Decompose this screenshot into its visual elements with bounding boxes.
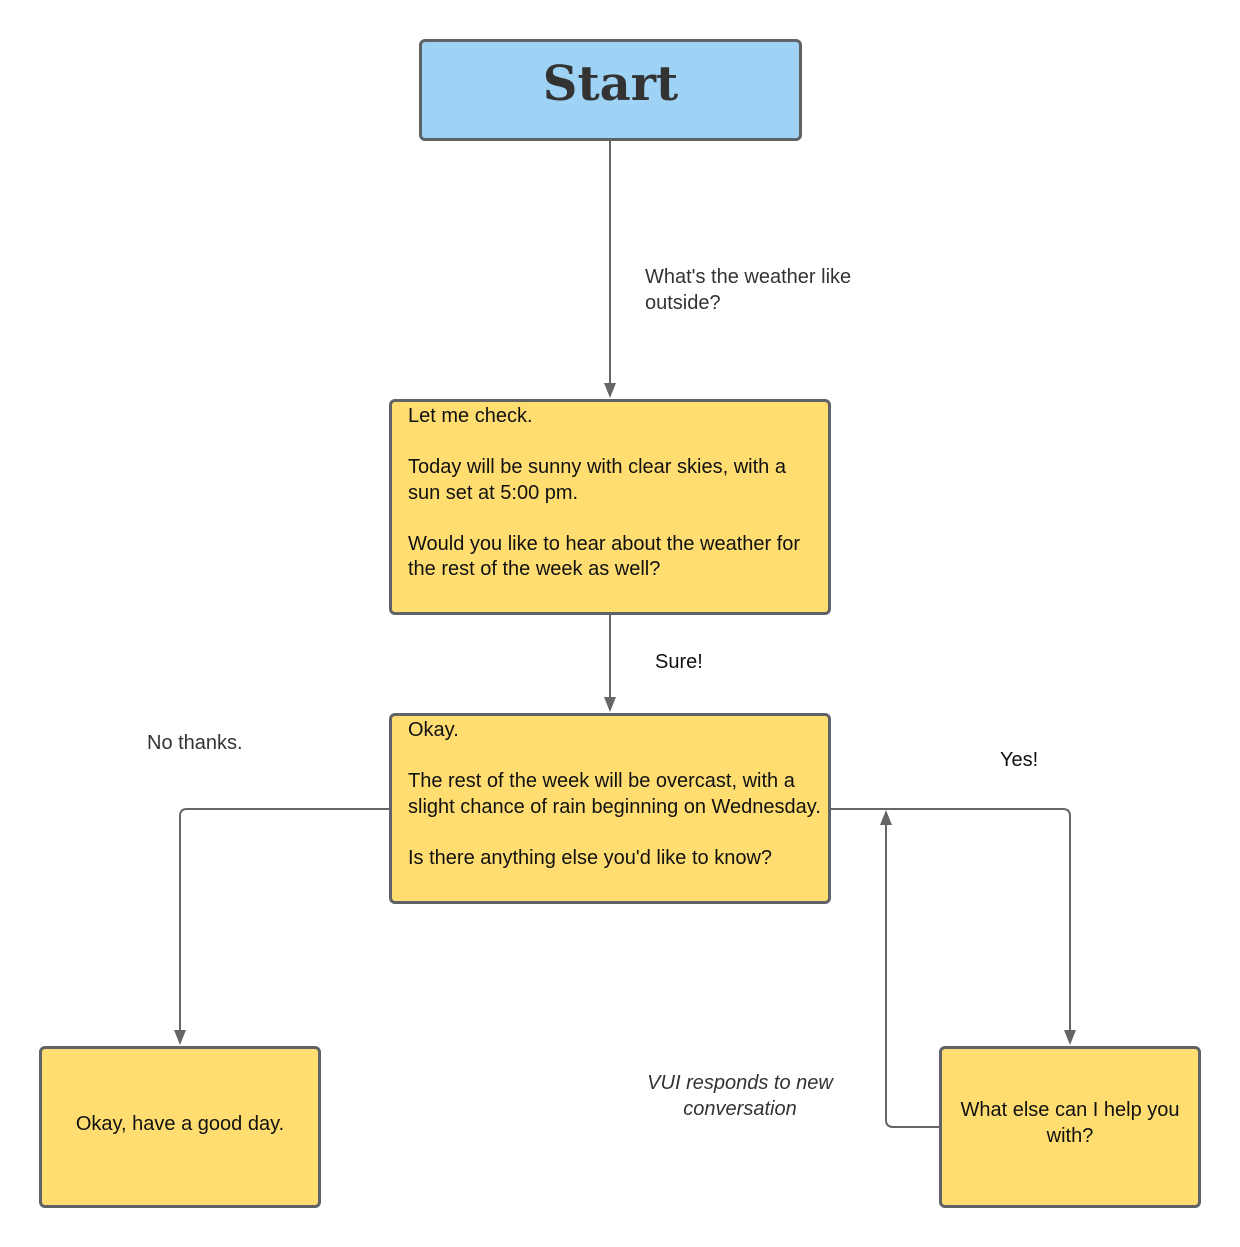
edge-label-yes: Yes!: [1000, 749, 1039, 771]
week-forecast-node: Okay. The rest of the week will be overc…: [389, 713, 831, 904]
week-forecast-text: Okay. The rest of the week will be overc…: [408, 719, 821, 869]
arrowhead-help-to-week: [880, 810, 892, 825]
check-weather-text: Let me check. Today will be sunny with c…: [408, 405, 801, 580]
help-node: What else can I help you with?: [939, 1046, 1201, 1208]
start-label: Start: [542, 56, 679, 112]
arrowhead-week-to-goodbye: [174, 1030, 186, 1045]
edge-label-no-thanks: No thanks.: [147, 732, 243, 754]
arrowhead-week-to-help: [1064, 1030, 1076, 1045]
arrow-help-to-week: [885, 824, 939, 1128]
arrowhead-check-to-week: [604, 697, 616, 712]
goodbye-node: Okay, have a good day.: [39, 1046, 321, 1208]
start-node: Start: [419, 39, 802, 141]
arrow-week-to-goodbye: [179, 808, 389, 1030]
arrowhead-start-to-check: [604, 383, 616, 398]
check-weather-node: Let me check. Today will be sunny with c…: [389, 399, 831, 615]
arrow-week-to-help: [831, 808, 1071, 1030]
annotation-vui-note: VUI responds to new conversation: [647, 1072, 833, 1120]
help-text: What else can I help you with?: [960, 1099, 1180, 1147]
goodbye-text: Okay, have a good day.: [75, 1113, 285, 1135]
edge-label-sure: Sure!: [655, 651, 703, 673]
edge-label-weather-question: What's the weather like outside?: [645, 266, 852, 314]
